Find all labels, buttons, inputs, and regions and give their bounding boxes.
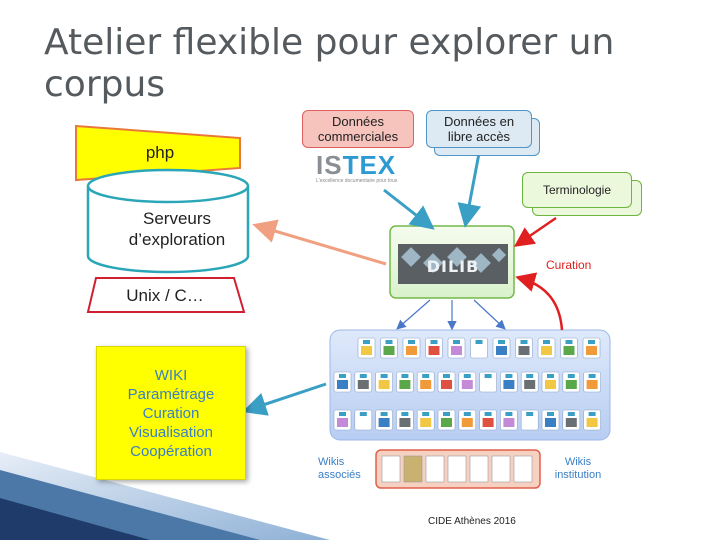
wiki-tile xyxy=(492,337,511,359)
wiki-tile xyxy=(500,371,518,393)
wiki-tile xyxy=(396,371,414,393)
istex-logo: ISTEX xyxy=(316,150,396,181)
wikis-associated-label: Wikis associés xyxy=(318,456,361,481)
wiki-tile xyxy=(537,337,556,359)
wiki-tile xyxy=(541,371,560,393)
wikis-strip-tiles xyxy=(381,455,533,483)
curation-label: Curation xyxy=(546,258,592,272)
wiki-tile xyxy=(458,371,477,393)
wiki-line-visualisation: Visualisation xyxy=(129,423,213,441)
wiki-tile xyxy=(333,371,352,393)
dilib-logo-text: DILIB xyxy=(427,257,480,276)
wikis-strip-tile xyxy=(403,455,423,483)
wiki-line-cooperation: Coopération xyxy=(130,442,212,460)
wiki-tile xyxy=(447,337,466,359)
wikis-strip-tile xyxy=(447,455,467,483)
commercial-data-box: Données commerciales xyxy=(302,110,414,148)
server-label: Serveurs d’exploration xyxy=(92,208,262,250)
wikis-institution-label: Wikis institution xyxy=(554,456,602,481)
wiki-tile xyxy=(380,337,398,359)
commercial-data-line-2: commerciales xyxy=(317,129,399,144)
wiki-tile xyxy=(402,337,421,359)
server-label-line-1: Serveurs xyxy=(142,209,212,228)
wiki-tile xyxy=(515,337,533,359)
arrow-hub-to-panel-right xyxy=(473,299,506,330)
wiki-tile xyxy=(375,371,393,393)
istex-logo-part-a: IS xyxy=(316,150,343,180)
istex-logo-part-b: TEX xyxy=(342,150,397,180)
wikis-strip-tile xyxy=(491,455,511,483)
slide-title: Atelier flexible pour explorer un corpus xyxy=(44,22,615,105)
slide-footer: CIDE Athènes 2016 xyxy=(428,516,516,527)
wiki-line-parametrage: Paramétrage xyxy=(127,385,215,403)
terminology-box: Terminologie xyxy=(522,172,632,208)
wiki-tile xyxy=(479,409,497,431)
arrow-open-to-hub xyxy=(457,147,482,228)
wiki-tile xyxy=(520,371,539,393)
wiki-tile xyxy=(479,371,497,393)
wiki-tile xyxy=(582,337,601,359)
wiki-tile xyxy=(354,409,373,431)
wikis-strip-tile xyxy=(469,455,489,483)
wiki-tile xyxy=(560,337,578,359)
php-label: php xyxy=(145,143,175,162)
wiki-tile xyxy=(357,337,376,359)
wiki-tile xyxy=(458,409,477,431)
unix-label: Unix / C… xyxy=(126,286,204,305)
wikis-strip-tile xyxy=(381,455,401,483)
server-cylinder xyxy=(86,168,250,274)
wiki-line-curation: Curation xyxy=(142,404,200,422)
wiki-tile xyxy=(437,371,456,393)
open-data-box: Données en libre accès xyxy=(426,110,532,148)
wiki-tile xyxy=(437,409,456,431)
corner-decoration xyxy=(0,452,330,540)
wiki-tile xyxy=(583,371,601,393)
wiki-tile xyxy=(396,409,414,431)
wiki-tile xyxy=(562,371,581,393)
istex-tagline: L'excellence documentaire pour tous xyxy=(316,178,398,184)
wiki-tile xyxy=(541,409,560,431)
wiki-tile xyxy=(520,409,539,431)
wiki-tile xyxy=(500,409,518,431)
wiki-tile xyxy=(375,409,393,431)
wikis-strip-tile xyxy=(513,455,533,483)
arrow-hub-to-servers xyxy=(252,219,387,266)
server-label-line-2: d’exploration xyxy=(128,230,226,249)
wiki-line-wiki: WIKI xyxy=(154,366,188,384)
unix-shape xyxy=(86,277,246,313)
wikis-strip-tile xyxy=(425,455,445,483)
wiki-tile xyxy=(416,409,435,431)
wiki-tile xyxy=(562,409,581,431)
dilib-logo-pattern xyxy=(401,247,507,273)
wiki-tile xyxy=(583,409,601,431)
wiki-tile xyxy=(333,409,352,431)
wiki-tile xyxy=(354,371,373,393)
wiki-tile-grid xyxy=(333,337,601,431)
arrow-terminology-to-hub xyxy=(513,216,557,247)
arrow-panel-to-wiki xyxy=(242,382,327,416)
wiki-tile xyxy=(425,337,443,359)
commercial-data-line-1: Données xyxy=(331,114,385,129)
wiki-tile xyxy=(470,337,488,359)
php-shape xyxy=(75,124,241,182)
arrow-curation xyxy=(515,272,564,331)
open-data-line-2: libre accès xyxy=(447,129,511,144)
arrow-commercial-to-hub xyxy=(383,188,435,230)
arrow-hub-to-panel-left xyxy=(396,299,431,330)
open-data-line-1: Données en xyxy=(443,114,515,129)
wiki-features-box: WIKI Paramétrage Curation Visualisation … xyxy=(96,346,246,480)
wiki-tile xyxy=(416,371,435,393)
